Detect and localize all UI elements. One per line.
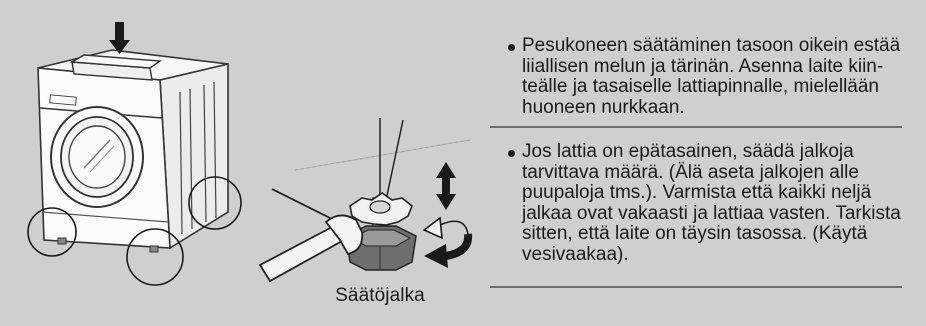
washer-icon <box>37 49 229 253</box>
leveling-illustration: Säätöjalka <box>27 22 473 306</box>
illustration-svg <box>27 22 473 286</box>
foot-label: Säätöjalka <box>335 285 425 306</box>
down-arrow-icon <box>109 22 130 54</box>
divider <box>490 286 902 288</box>
rotate-arrows-icon <box>422 216 473 268</box>
foot-highlight-circle <box>27 207 77 257</box>
instruction-item: Jos lattia on epätasainen, säädä jalkoja… <box>490 141 902 265</box>
divider <box>490 126 902 128</box>
wrench-icon <box>258 214 364 283</box>
instruction-notes: Pesukoneen säätäminen tasoon oikein estä… <box>490 35 902 302</box>
vertical-arrows-icon <box>436 162 456 210</box>
foot-highlight-circle <box>188 176 242 230</box>
instruction-item: Pesukoneen säätäminen tasoon oikein estä… <box>490 35 902 118</box>
foot-highlight-circle <box>126 228 184 286</box>
adjustable-foot-icon <box>271 118 471 271</box>
